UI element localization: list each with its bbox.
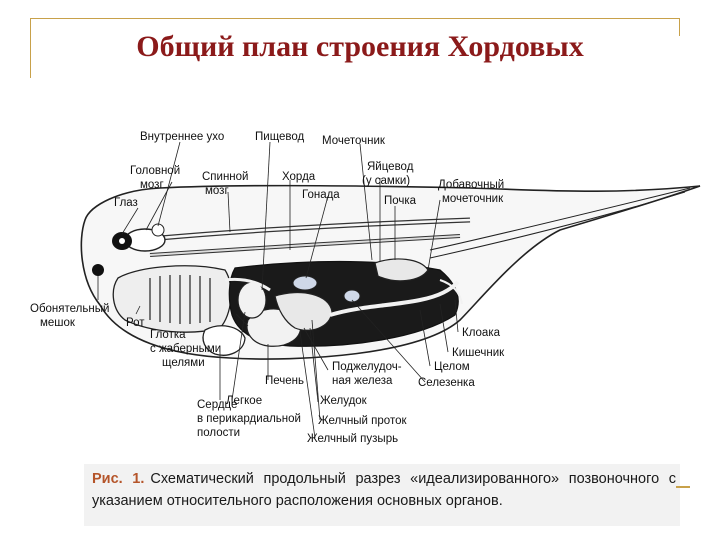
label-oviduct-1: Яйцевод [367,161,414,173]
leader-lines [97,141,459,439]
gold-accent-mark [676,486,690,488]
tail-line-2 [429,191,686,259]
cloaca-shape [439,279,463,305]
label-spinal-1: Спинной [202,171,248,183]
kidney-shape [374,258,429,282]
caption-background [84,464,680,526]
label-spinal-2: мозг [205,185,229,197]
label-intestine: Кишечник [452,347,505,359]
label-kidney: Почка [384,195,417,207]
label-mouth: Рот [126,317,145,329]
frame-left-line [30,18,31,78]
label-cloaca: Клоака [462,327,501,339]
spleen-shape [343,289,361,303]
label-pancreas-1: Поджелудоч- [332,361,402,373]
label-olfactory-1: Обонятельный [30,303,109,315]
esophagus-shape [224,277,271,292]
label-stomach: Желудок [320,395,368,407]
label-ureter: Мочеточник [322,135,386,147]
label-oviduct-2: (у самки) [362,175,410,187]
caption-text: Схематический продольный разрез «идеализ… [92,471,676,509]
frame-top-line [30,18,680,19]
chordate-diagram: Внутреннее ухо Пищевод Мочеточник Головн… [30,131,701,445]
label-brain-1: Головной [130,165,180,177]
figure-number: Рис. 1. [92,471,145,487]
label-aux-ureter-2: мочеточник [442,193,504,205]
label-gallbladder: Желчный пузырь [307,433,398,445]
label-heart-3: полости [197,427,240,439]
label-pancreas-2: ная железа [332,375,393,387]
label-coelom: Целом [434,361,470,373]
label-heart-2: в перикардиальной [197,413,301,425]
label-pharynx-2: с жаберными [150,343,221,355]
label-gonad: Гонада [302,189,340,201]
label-pharynx-1: Глотка [150,329,186,341]
label-heart-1: Сердце [197,399,237,411]
label-aux-ureter-1: Добавочный [438,179,504,191]
stomach-shape [274,291,333,331]
figure-caption: Рис. 1.Схематический продольный разрез «… [92,468,676,512]
olfactory-sac-shape [92,264,104,276]
label-lung: Легкое [226,395,262,407]
gonad-shape [292,275,318,291]
label-bile-duct: Желчный проток [318,415,407,427]
label-chord: Хорда [282,171,316,183]
label-brain-2: мозг [140,179,164,191]
label-olfactory-2: мешок [40,317,76,329]
label-pharynx-3: щелями [162,357,205,369]
heart-shape [202,325,246,356]
label-spleen: Селезенка [418,377,475,389]
inner-ear-shape [151,223,165,237]
label-liver: Печень [265,375,304,387]
label-inner-ear: Внутреннее ухо [140,131,224,143]
eye-highlight [119,238,125,244]
intestine-shape [329,280,460,317]
tail-line-1 [429,187,691,251]
frame-right-line [679,18,680,36]
label-eye: Глаз [114,197,138,209]
slide-title: Общий план строения Хордовых [136,30,584,63]
notochord-inner [149,235,461,256]
spinal-cord-inner [159,218,471,240]
label-esophagus: Пищевод [255,131,305,143]
gill-slits [149,275,211,324]
